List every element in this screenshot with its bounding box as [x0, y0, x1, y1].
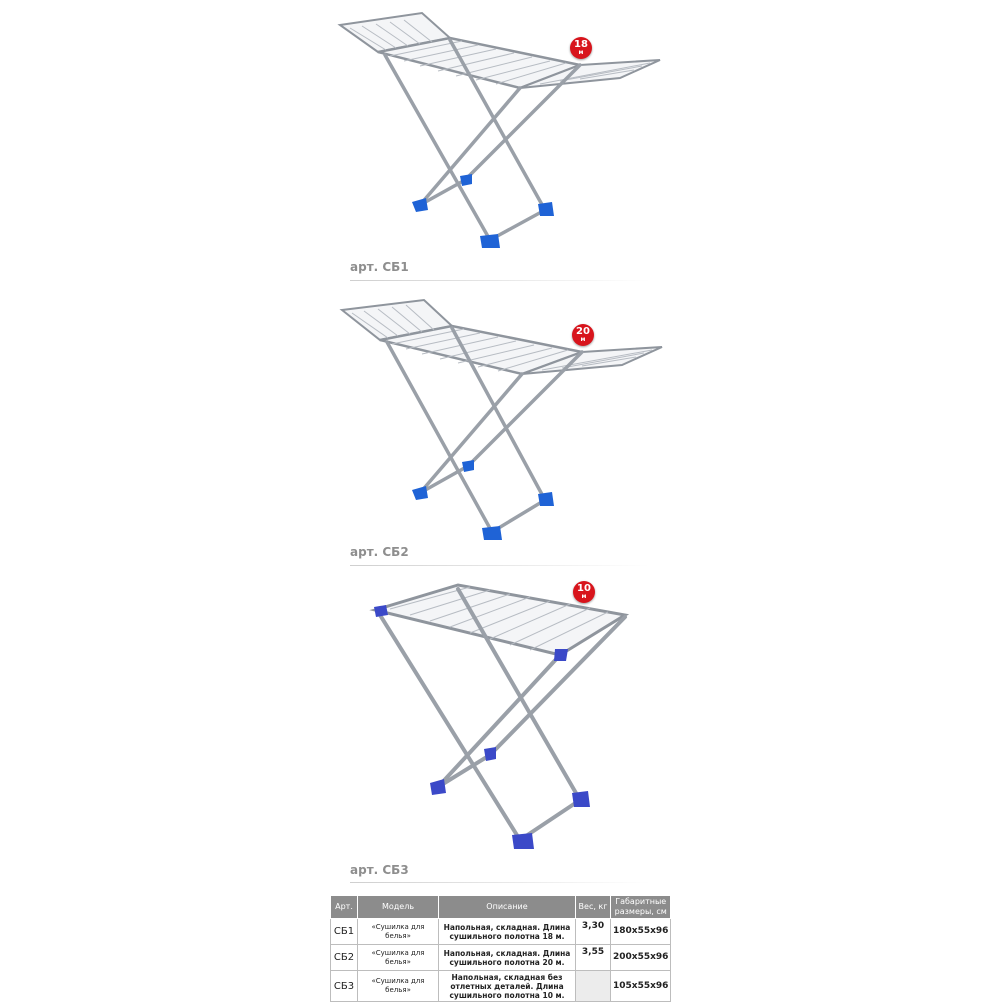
badge-number: 10 — [577, 583, 591, 594]
dryer-image-sb2 — [339, 298, 663, 540]
cell-dimensions: 200x55x96 — [609, 944, 672, 971]
table-header-row: Арт. Модель Описание Вес, кг Габаритные … — [330, 895, 672, 919]
column-header-dimensions: Габаритные размеры, см — [609, 895, 672, 919]
badge-number: 18 — [574, 39, 588, 50]
cell-weight — [575, 970, 611, 1002]
column-header-description: Описание — [438, 895, 576, 919]
column-header-model: Модель — [357, 895, 439, 919]
cell-weight: 3,55 — [575, 944, 611, 971]
badge-unit: м — [578, 49, 584, 56]
cell-model: «Сушилка для белья» — [357, 918, 439, 945]
product-caption: арт. СБ2 — [350, 545, 409, 559]
table-row: СБ2 «Сушилка для белья» Напольная, склад… — [330, 944, 672, 971]
cell-dimensions: 180x55x96 — [609, 918, 672, 945]
cell-description: Напольная, складная. Длина сушильного по… — [438, 944, 576, 971]
spec-table: Арт. Модель Описание Вес, кг Габаритные … — [330, 895, 672, 1002]
cell-art: СБ3 — [330, 970, 358, 1002]
cell-description: Напольная, складная без отлетных деталей… — [438, 970, 576, 1002]
table-row: СБ3 «Сушилка для белья» Напольная, склад… — [330, 970, 672, 1002]
cell-model: «Сушилка для белья» — [357, 944, 439, 971]
caption-divider — [350, 565, 650, 566]
badge-number: 20 — [576, 326, 590, 337]
table-row: СБ1 «Сушилка для белья» Напольная, склад… — [330, 918, 672, 945]
product-caption: арт. СБ3 — [350, 863, 409, 877]
column-header-weight: Вес, кг — [575, 895, 611, 919]
badge-unit: м — [580, 336, 586, 343]
cell-art: СБ2 — [330, 944, 358, 971]
cell-weight: 3,30 — [575, 918, 611, 945]
cell-dimensions: 105x55x96 — [609, 970, 672, 1002]
caption-divider — [350, 882, 650, 883]
dryer-image-sb3 — [369, 583, 630, 849]
badge-unit: м — [581, 593, 587, 600]
length-badge: 18 м — [570, 37, 592, 59]
product-sb1: 18 м арт. СБ1 — [330, 0, 670, 290]
product-sb2: 20 м арт. СБ2 — [330, 290, 670, 580]
cell-model: «Сушилка для белья» — [357, 970, 439, 1002]
caption-divider — [350, 280, 650, 281]
product-sb3: 10 м арт. СБ3 — [330, 575, 670, 885]
column-header-art: Арт. — [330, 895, 358, 919]
cell-art: СБ1 — [330, 918, 358, 945]
dryer-image-sb1 — [337, 11, 661, 248]
product-caption: арт. СБ1 — [350, 260, 409, 274]
length-badge: 20 м — [572, 324, 594, 346]
length-badge: 10 м — [573, 581, 595, 603]
cell-description: Напольная, складная. Длина сушильного по… — [438, 918, 576, 945]
